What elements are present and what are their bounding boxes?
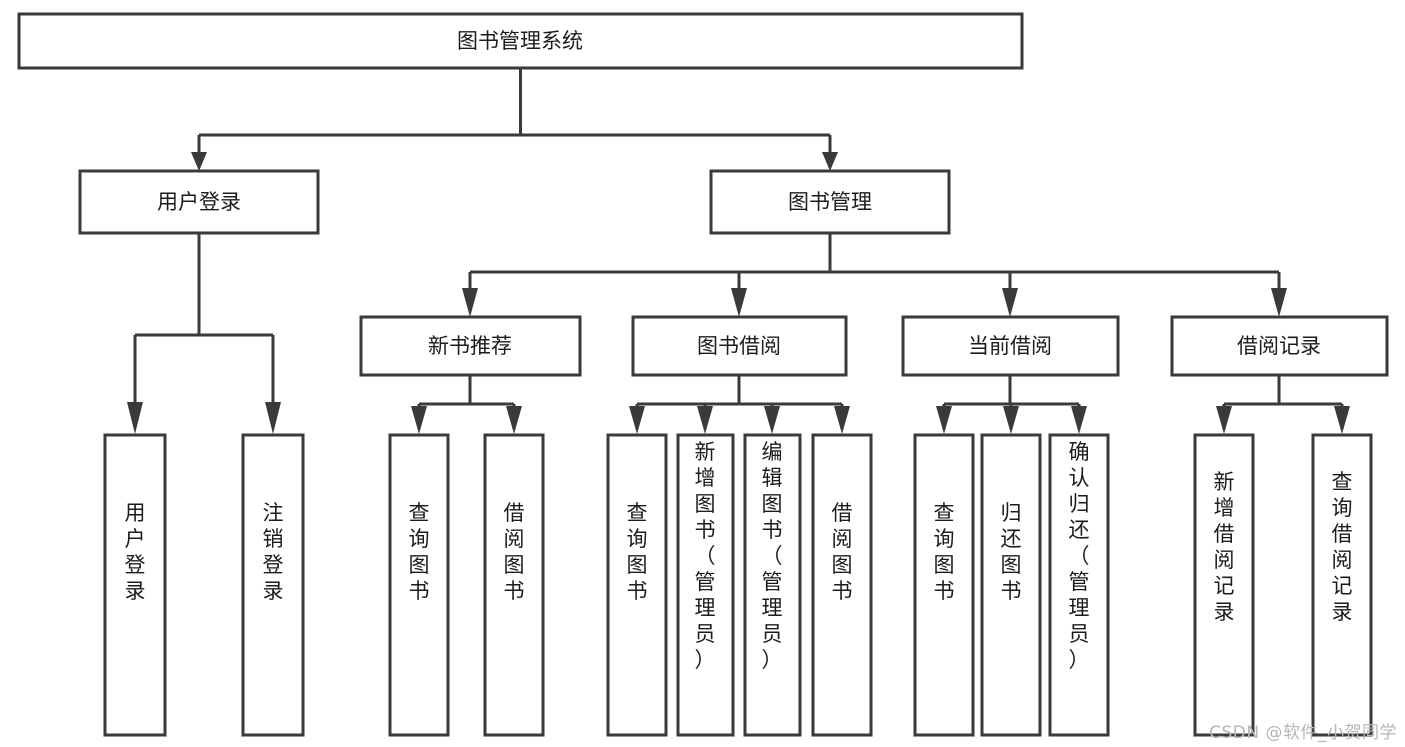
arrow-head-leaf8	[834, 406, 850, 434]
node-current-label: 当前借阅	[968, 334, 1052, 358]
csdn-watermark: CSDN @软件_小贺同学	[1209, 723, 1397, 743]
node-leaf3-label: 查询图书	[409, 501, 430, 603]
node-leaf1-label: 用户登录	[125, 501, 146, 603]
node-leaf3[interactable]: 查询图书	[388, 433, 450, 737]
arrow-head-leaf2	[265, 402, 281, 434]
node-newbook-label: 新书推荐	[428, 334, 512, 358]
node-borrow-label: 图书借阅	[697, 334, 781, 358]
arrow-head-leaf6	[697, 406, 713, 434]
arrow-head-leaf4	[506, 406, 522, 434]
node-leaf7-label: 编辑图书（管理员）	[762, 440, 783, 672]
arrow-head-records	[1271, 288, 1287, 317]
node-current[interactable]: 当前借阅	[901, 315, 1120, 377]
arrow-head-leaf11	[1071, 406, 1087, 434]
arrow-head-leaf10	[1003, 406, 1019, 434]
node-leaf13[interactable]: 查询借阅记录	[1311, 433, 1373, 737]
node-login[interactable]: 用户登录	[78, 169, 320, 235]
arrow-head-newbook	[462, 288, 478, 317]
node-leaf13-label: 查询借阅记录	[1332, 470, 1353, 624]
nodes-layer: 图书管理系统 用户登录 图书管理 新书推荐 图书借阅	[17, 12, 1389, 737]
arrow-head-bookmgmt	[822, 152, 838, 171]
node-newbook[interactable]: 新书推荐	[359, 315, 582, 377]
node-records-label: 借阅记录	[1237, 334, 1321, 358]
node-leaf9[interactable]: 查询图书	[913, 433, 975, 737]
node-leaf8-label: 借阅图书	[832, 501, 853, 603]
arrow-head-leaf1	[127, 402, 143, 434]
node-leaf7[interactable]: 编辑图书（管理员）	[743, 433, 802, 737]
arrow-head-leaf7	[764, 406, 780, 434]
arrow-head-login	[191, 152, 207, 171]
node-leaf12[interactable]: 新增借阅记录	[1193, 433, 1255, 737]
node-leaf1[interactable]: 用户登录	[103, 433, 167, 737]
node-leaf2-label: 注销登录	[263, 501, 284, 603]
node-leaf2[interactable]: 注销登录	[241, 433, 305, 737]
node-borrow[interactable]: 图书借阅	[631, 315, 848, 377]
node-root-label: 图书管理系统	[457, 29, 583, 53]
node-leaf11[interactable]: 确认归还（管理员）	[1048, 433, 1110, 737]
node-login-label: 用户登录	[157, 190, 241, 214]
node-bookmgmt[interactable]: 图书管理	[709, 169, 951, 235]
node-leaf6-label: 新增图书（管理员）	[695, 440, 716, 672]
node-leaf5-label: 查询图书	[627, 501, 648, 603]
arrow-head-leaf12	[1216, 406, 1232, 434]
node-leaf12-label: 新增借阅记录	[1214, 470, 1235, 624]
edges-layer	[127, 68, 1350, 434]
node-leaf4[interactable]: 借阅图书	[483, 433, 545, 737]
node-root[interactable]: 图书管理系统	[17, 12, 1024, 70]
arrow-head-leaf13	[1334, 406, 1350, 434]
node-leaf6[interactable]: 新增图书（管理员）	[676, 433, 735, 737]
node-leaf9-label: 查询图书	[934, 501, 955, 603]
node-leaf11-label: 确认归还（管理员）	[1069, 440, 1090, 672]
node-leaf10-label: 归还图书	[1001, 501, 1022, 603]
node-bookmgmt-label: 图书管理	[788, 190, 872, 214]
arrow-head-current	[1002, 288, 1018, 317]
arrow-head-borrow	[731, 288, 747, 317]
node-leaf8[interactable]: 借阅图书	[811, 433, 873, 737]
arrow-head-leaf9	[936, 406, 952, 434]
node-leaf4-label: 借阅图书	[504, 501, 525, 603]
arrow-head-leaf5	[629, 406, 645, 434]
arrow-head-leaf3	[411, 406, 427, 434]
node-leaf5[interactable]: 查询图书	[606, 433, 668, 737]
node-leaf10[interactable]: 归还图书	[980, 433, 1042, 737]
node-records[interactable]: 借阅记录	[1170, 315, 1389, 377]
